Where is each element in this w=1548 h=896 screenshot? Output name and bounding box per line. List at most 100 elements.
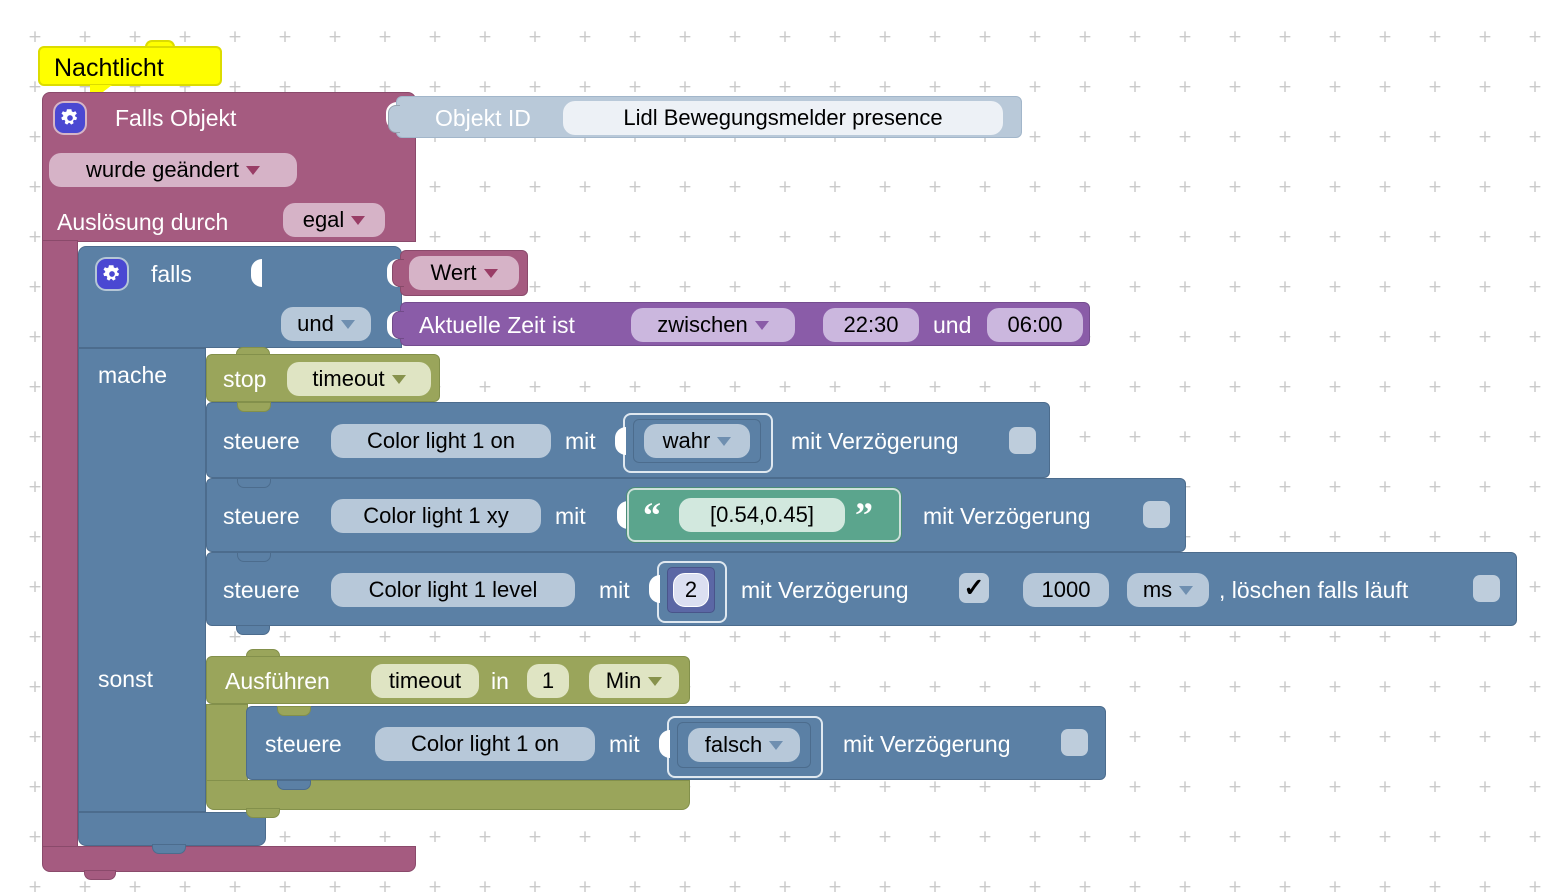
stop-label: stop [223,366,267,392]
control-on-block[interactable]: steuere Color light 1 on mit wahr mit Ve… [206,402,1050,478]
control-level-oid: Color light 1 level [368,577,538,602]
delay-label: mit Verzögerung [843,731,1011,757]
change-type-value: wurde geändert [86,157,239,182]
trigger-by-value: egal [302,207,345,232]
chevron-down-icon [351,215,366,225]
mit-label: mit [555,503,586,529]
delay-checkbox-checked[interactable]: ✓ [959,573,989,603]
chevron-down-icon [483,268,498,278]
control-on-oid: Color light 1 on [367,428,515,453]
delay-time-value: 1000 [1041,577,1091,602]
junction-tab [237,402,271,412]
chevron-down-icon [245,165,260,175]
trigger-by-dropdown[interactable]: egal [283,203,385,237]
trigger-block-spine [42,240,78,854]
wahr-dropdown[interactable]: wahr [644,424,750,458]
control-level-block[interactable]: steuere Color light 1 level mit 2 mit Ve… [206,552,1517,626]
falsch-dropdown[interactable]: falsch [688,728,800,762]
timeout-delay-value: 1 [541,668,555,693]
time-mode-dropdown[interactable]: zwischen [631,308,795,342]
control-off-block[interactable]: steuere Color light 1 on mit falsch mit … [246,706,1106,790]
chevron-down-icon [391,374,406,384]
timeout-bottom-tab [246,808,280,818]
time-and-label: und [933,312,972,338]
gear-icon[interactable] [97,259,127,289]
timeout-unit-dropdown[interactable]: Min [589,664,679,698]
trigger-by-label: Auslösung durch [57,209,229,235]
delay-label: mit Verzögerung [741,577,909,603]
timeout-block-spine [206,704,248,782]
string-value-block[interactable]: “ [0.54,0.45] ” [626,487,902,543]
timeout-delay-field[interactable]: 1 [527,664,569,698]
stop-timeout-block[interactable]: stop timeout [206,354,440,402]
if-label: falls [151,261,192,287]
control-level-oid-field[interactable]: Color light 1 level [331,573,575,607]
delay-label: mit Verzögerung [791,428,959,454]
logic-operator-value: und [297,311,334,336]
value-socket-notch [649,575,660,603]
timeout-block-header[interactable]: Ausführen timeout in 1 Min [206,656,690,704]
steuere-label: steuere [223,428,300,454]
control-xy-block[interactable]: steuere Color light 1 xy mit “ [0.54,0.4… [206,478,1186,552]
checkmark-icon: ✓ [963,574,985,602]
xy-string-field[interactable]: [0.54,0.45] [679,498,845,532]
stack-bottom-tab [236,625,270,635]
level-number-field[interactable]: 2 [673,573,709,607]
wert-dropdown[interactable]: Wert [409,256,519,290]
delay-checkbox[interactable] [1061,729,1088,756]
condition-socket [251,259,262,287]
object-id-value: Lidl Bewegungsmelder presence [623,105,943,130]
left-puzzle-tab [392,259,404,287]
change-type-dropdown[interactable]: wurde geändert [49,153,297,187]
wahr-value-block[interactable]: wahr [633,419,761,463]
clear-running-checkbox[interactable] [1473,575,1500,602]
number-value-block[interactable]: 2 [667,567,715,613]
delay-checkbox[interactable] [1143,501,1170,528]
if-block-header[interactable]: falls und [78,246,402,348]
control-xy-oid-field[interactable]: Color light 1 xy [331,499,541,533]
junction-tab [277,780,311,790]
if-block-footer [78,812,266,846]
trigger-block-header[interactable]: Falls Objekt wurde geändert Auslösung du… [42,92,416,242]
trigger-block-footer [42,846,416,872]
timeout-name-value: timeout [388,668,462,693]
left-puzzle-tab [388,105,400,133]
logic-operator-dropdown[interactable]: und [281,307,371,341]
chevron-down-icon [717,436,732,446]
chevron-down-icon [769,740,784,750]
falsch-value-block[interactable]: falsch [677,722,811,768]
control-on-oid-field[interactable]: Color light 1 on [331,424,551,458]
clear-running-label: , löschen falls läuft [1219,577,1409,603]
chevron-down-icon [340,319,355,329]
object-id-block[interactable]: Objekt ID Lidl Bewegungsmelder presence [388,96,1022,138]
close-quote-icon: ” [855,495,873,535]
wert-value: Wert [430,260,477,285]
delay-checkbox[interactable] [1009,427,1036,454]
mit-label: mit [565,428,596,454]
gear-icon-glyph [103,265,120,281]
ausfuehren-label: Ausführen [225,668,330,694]
object-id-field[interactable]: Lidl Bewegungsmelder presence [563,101,1003,135]
delay-unit-dropdown[interactable]: ms [1127,573,1209,607]
control-off-oid-field[interactable]: Color light 1 on [375,727,595,761]
object-id-label: Objekt ID [435,105,531,131]
gear-icon[interactable] [55,103,85,133]
delay-unit-value: ms [1142,577,1173,602]
gear-icon-glyph [61,109,78,125]
end-time-value: 06:00 [1007,312,1063,337]
steuere-label: steuere [223,577,300,603]
start-time-value: 22:30 [843,312,899,337]
comment-block[interactable]: Nachtlicht [38,46,222,86]
delay-time-field[interactable]: 1000 [1023,573,1109,607]
end-time-field[interactable]: 06:00 [987,308,1083,342]
steuere-label: steuere [265,731,342,757]
wert-value-block[interactable]: Wert [392,250,528,296]
xy-string-value: [0.54,0.45] [710,502,814,527]
control-xy-oid: Color light 1 xy [363,503,509,528]
level-number-value: 2 [684,577,698,602]
timeout-name-field[interactable]: timeout [371,664,479,698]
start-time-field[interactable]: 22:30 [823,308,919,342]
stop-timeout-dropdown[interactable]: timeout [287,362,431,396]
time-condition-block[interactable]: Aktuelle Zeit ist zwischen 22:30 und 06:… [392,302,1090,346]
